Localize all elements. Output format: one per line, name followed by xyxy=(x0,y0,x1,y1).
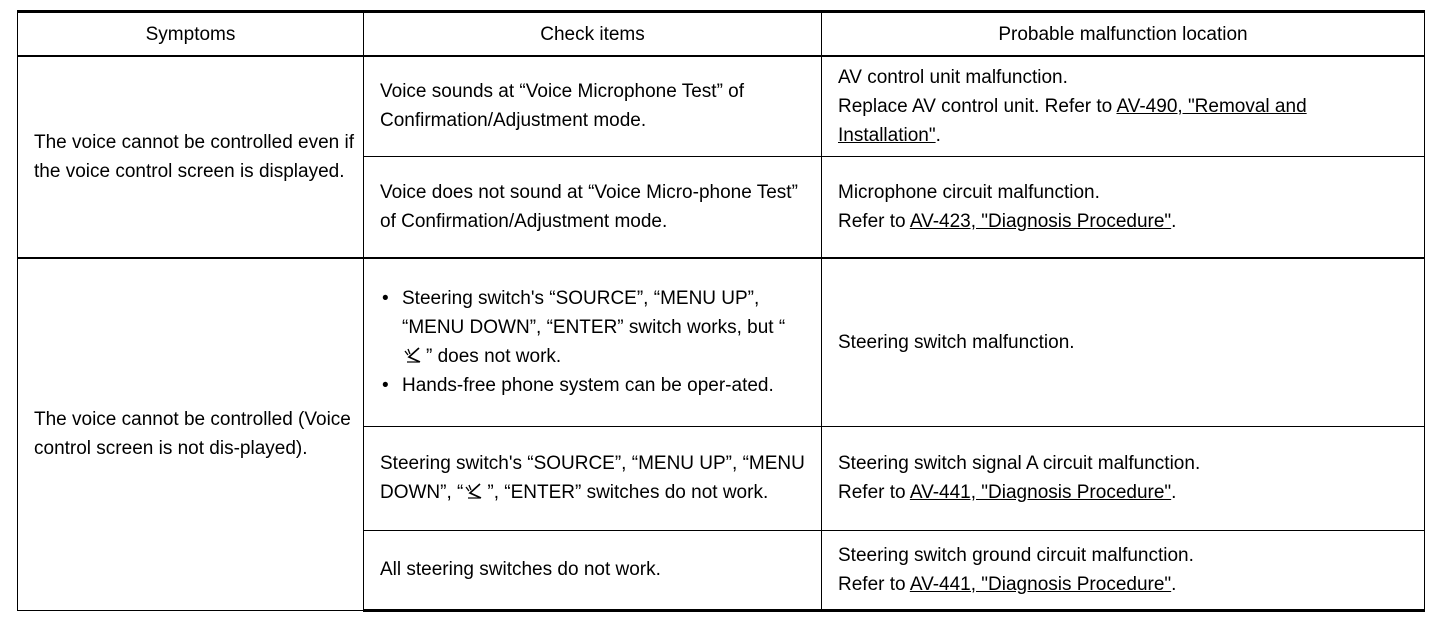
location-suffix: . xyxy=(1171,482,1177,503)
header-row: Symptoms Check items Probable malfunctio… xyxy=(17,10,1425,57)
check-bullet-text: ” does not work. xyxy=(426,346,562,368)
header-check-items: Check items xyxy=(363,10,822,57)
reference-link[interactable]: AV-423, "Diagnosis Procedure" xyxy=(909,210,1172,232)
reference-link[interactable]: AV-441, "Diagnosis Procedure" xyxy=(909,573,1172,595)
reference-link[interactable]: AV-490, "Removal and Installation" xyxy=(838,95,1307,146)
check-item-cell: Voice does not sound at “Voice Micro-pho… xyxy=(363,155,822,259)
location-cell: Steering switch signal A circuit malfunc… xyxy=(821,425,1425,531)
table-row: Voice does not sound at “Voice Micro-pho… xyxy=(18,155,1425,259)
check-bullet-list: Steering switch's “SOURCE”, “MENU UP”, “… xyxy=(380,284,808,400)
symptom-cell: The voice cannot be controlled (Voice co… xyxy=(17,257,364,611)
location-refer-text: Replace AV control unit. Refer to xyxy=(838,95,1117,117)
table-row: Steering switch's “SOURCE”, “MENU UP”, “… xyxy=(18,425,1425,531)
location-description: Steering switch signal A circuit malfunc… xyxy=(838,453,1201,474)
reference-link[interactable]: AV-441, "Diagnosis Procedure" xyxy=(909,482,1172,503)
location-cell: Steering switch ground circuit malfuncti… xyxy=(821,529,1425,612)
location-description: AV control unit malfunction. xyxy=(838,66,1068,88)
voice-command-icon xyxy=(464,481,486,501)
location-cell: Steering switch malfunction. xyxy=(821,257,1425,427)
location-suffix: . xyxy=(1171,210,1177,232)
check-item-cell: Steering switch's “SOURCE”, “MENU UP”, “… xyxy=(363,257,822,427)
table-row: The voice cannot be controlled (Voice co… xyxy=(17,257,1425,611)
location-description: Microphone circuit malfunction. xyxy=(838,181,1100,203)
location-cell: AV control unit malfunction. Replace AV … xyxy=(821,55,1425,157)
symptom-cell: The voice cannot be controlled even if t… xyxy=(17,55,364,259)
check-bullet-item: Hands-free phone system can be oper-ated… xyxy=(380,371,808,400)
check-item-cell: Voice sounds at “Voice Microphone Test” … xyxy=(363,55,822,157)
location-cell: Microphone circuit malfunction. Refer to… xyxy=(821,155,1425,259)
check-bullet-text: Steering switch's “SOURCE”, “MENU UP”, “… xyxy=(402,288,786,339)
location-suffix: . xyxy=(935,124,941,146)
location-refer-text: Refer to xyxy=(838,210,910,232)
table-row: The voice cannot be controlled even if t… xyxy=(17,55,1425,259)
check-item-cell: Steering switch's “SOURCE”, “MENU UP”, “… xyxy=(363,425,822,531)
check-bullet-item: Steering switch's “SOURCE”, “MENU UP”, “… xyxy=(380,284,808,371)
check-item-text: ”, “ENTER” switches do not work. xyxy=(487,482,769,503)
location-refer-text: Refer to xyxy=(838,482,910,503)
table-row: All steering switches do not work. Steer… xyxy=(18,529,1425,612)
header-symptoms: Symptoms xyxy=(17,10,364,57)
check-item-text: Steering switch's “SOURCE”, “MENU UP”, “… xyxy=(380,453,805,503)
diagnosis-table: Symptoms Check items Probable malfunctio… xyxy=(17,10,1425,612)
location-description: Steering switch malfunction. xyxy=(838,331,1075,353)
location-suffix: . xyxy=(1171,573,1177,595)
location-refer-text: Refer to xyxy=(838,573,910,595)
header-probable-location: Probable malfunction location xyxy=(821,10,1425,57)
check-item-cell: All steering switches do not work. xyxy=(363,529,822,612)
voice-command-icon xyxy=(403,345,425,365)
location-description: Steering switch ground circuit malfuncti… xyxy=(838,544,1194,566)
